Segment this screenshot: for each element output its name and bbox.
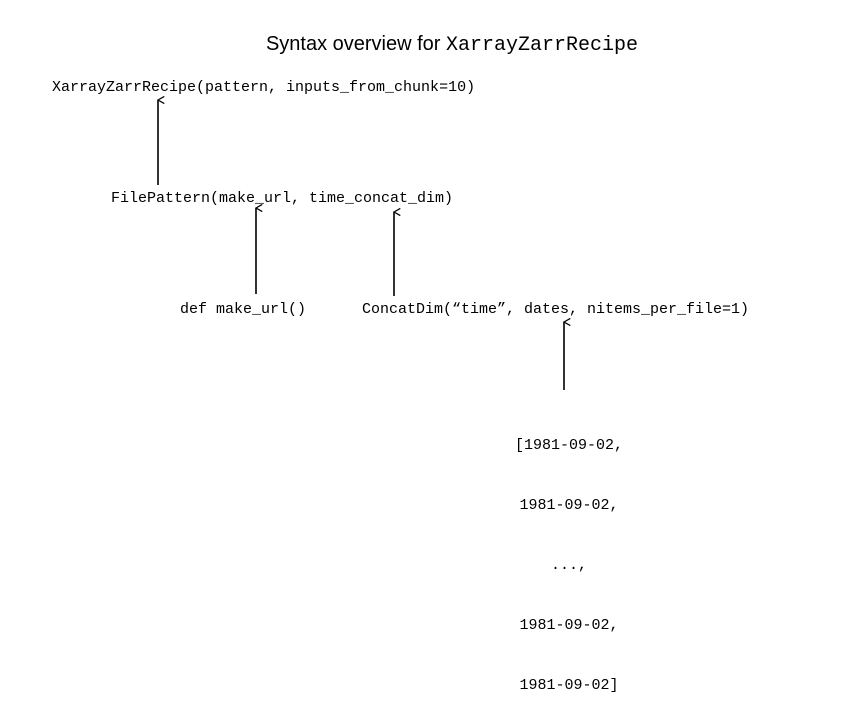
file-pattern-node: FilePattern(make_url, time_concat_dim) [111, 190, 454, 207]
concat-dim-node: ConcatDim(“time”, dates, nitems_per_file… [362, 301, 750, 318]
dates-line: [1981-09-02, [514, 437, 624, 454]
title-prefix: Syntax overview for [265, 33, 447, 55]
diagram-title: Syntax overview for XarrayZarrRecipe [0, 33, 847, 57]
make-url-node: def make_url() [180, 301, 307, 318]
dates-line: ..., [550, 557, 587, 574]
dates-line: 1981-09-02, [519, 617, 619, 634]
arrows-layer [0, 0, 847, 390]
dates-line: 1981-09-02] [519, 677, 619, 694]
title-code: XarrayZarrRecipe [446, 34, 639, 57]
recipe-node: XarrayZarrRecipe(pattern, inputs_from_ch… [52, 79, 476, 96]
